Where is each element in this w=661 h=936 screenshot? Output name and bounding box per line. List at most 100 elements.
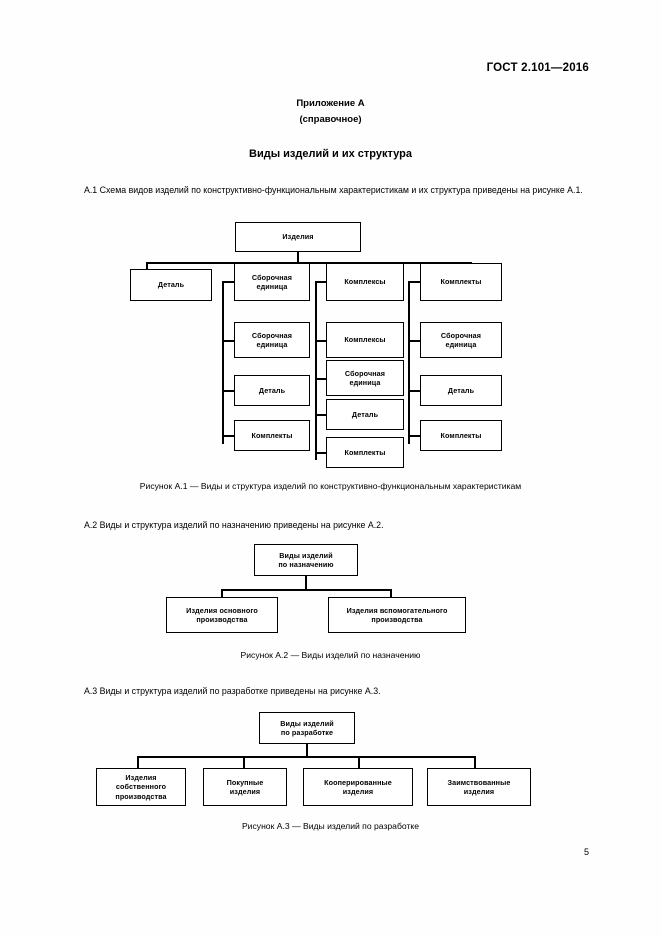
node-label-line2: производства <box>196 615 248 624</box>
node-label: Изделия <box>282 232 314 242</box>
node-a3-child-1: Изделия собственного производства <box>96 768 186 806</box>
connector-a3-drop-2 <box>243 756 245 769</box>
figure-a2-caption: Рисунок А.2 — Виды изделий по назначению <box>240 650 421 660</box>
node-label-line1: Кооперированные <box>324 777 392 787</box>
connector-root-stem <box>297 252 299 263</box>
node-a3-root: Виды изделий по разработке <box>259 712 355 744</box>
node-col3-child-1: Комплексы <box>326 322 404 358</box>
connector-col3-stub-2 <box>315 378 327 380</box>
node-col4-head: Комплекты <box>420 263 502 301</box>
paragraph-a1: А.1 Схема видов изделий по конструктивно… <box>62 184 597 198</box>
document-header-standard: ГОСТ 2.101—2016 <box>486 62 589 74</box>
node-col2-head: Сборочная единица <box>234 263 310 301</box>
connector-a2-root-stem <box>305 576 307 590</box>
figure-a3-diagram: Виды изделий по разработке Изделия собст… <box>96 712 531 806</box>
paragraph-a1-text: А.1 Схема видов изделий по конструктивно… <box>84 185 583 195</box>
node-label: Комплекты <box>440 430 482 440</box>
paragraph-a3-text: А.3 Виды и структура изделий по разработ… <box>84 686 381 696</box>
connector-a2-drop-left <box>221 589 223 598</box>
node-label-line1: Сборочная <box>251 272 293 282</box>
node-a3-child-3: Кооперированные изделия <box>303 768 413 806</box>
connector-col4-stub-2 <box>408 390 421 392</box>
connector-col4-bus <box>408 281 410 444</box>
node-label-line1: Сборочная <box>251 330 293 340</box>
node-label-line1: Виды изделий <box>279 550 333 560</box>
node-label-line2: собственного <box>115 782 167 792</box>
connector-a3-drop-3 <box>358 756 360 769</box>
node-col4-child-2: Деталь <box>420 375 502 406</box>
node-label-line3: производства <box>115 791 167 801</box>
connector-col4-stub-head <box>408 281 421 283</box>
paragraph-a2: А.2 Виды и структура изделий по назначен… <box>62 519 597 533</box>
node-col4-child-1: Сборочная единица <box>420 322 502 358</box>
node-label: Комплекты <box>440 277 482 287</box>
node-a2-root: Виды изделий по назначению <box>254 544 358 576</box>
connector-a3-drop-1 <box>137 756 139 769</box>
node-label: Деталь <box>157 280 185 290</box>
connector-col2-stub-3 <box>222 435 235 437</box>
node-label-line2: по разработке <box>280 728 334 737</box>
paragraph-a3: А.3 Виды и структура изделий по разработ… <box>62 685 597 699</box>
node-a3-child-2: Покупные изделия <box>203 768 287 806</box>
annex-title: Виды изделий и их структура <box>249 148 412 160</box>
node-label-line2: изделия <box>463 787 495 796</box>
connector-col2-bus <box>222 281 224 444</box>
node-a2-child-1: Изделия основного производства <box>166 597 278 633</box>
node-label: Комплексы <box>344 335 386 345</box>
connector-col3-stub-1 <box>315 340 327 342</box>
node-label-line2: изделия <box>342 787 374 796</box>
connector-col3-stub-head <box>315 281 327 283</box>
node-label-line2: единица <box>256 340 288 349</box>
node-label-line1: Изделия вспомогательного <box>346 605 448 615</box>
node-col3-head: Комплексы <box>326 263 404 301</box>
connector-a2-bus <box>221 589 391 591</box>
node-col2-child-3: Комплекты <box>234 420 310 451</box>
node-label-line2: единица <box>349 378 381 387</box>
annex-subtitle: (справочное) <box>299 114 362 125</box>
connector-col3-stub-4 <box>315 452 327 454</box>
node-label: Комплекты <box>251 430 293 440</box>
node-label-line1: Сборочная <box>440 330 482 340</box>
figure-a3-caption: Рисунок А.3 — Виды изделий по разработке <box>241 821 420 831</box>
node-label: Деталь <box>258 385 286 395</box>
node-label-line1: Изделия <box>125 772 157 782</box>
figure-a1-diagram: Изделия Деталь Сборочная единица <box>130 222 502 468</box>
node-label: Комплексы <box>344 277 386 287</box>
connector-drop-col1 <box>146 262 148 270</box>
connector-a3-root-stem <box>306 744 308 757</box>
node-col3-child-4: Комплекты <box>326 437 404 468</box>
node-label-line2: изделия <box>229 787 261 796</box>
node-label: Деталь <box>447 385 475 395</box>
node-a3-child-4: Заимствованные изделия <box>427 768 531 806</box>
node-label-line1: Покупные <box>226 777 264 787</box>
paragraph-a2-text: А.2 Виды и структура изделий по назначен… <box>84 520 384 530</box>
figure-a2-diagram: Виды изделий по назначению Изделия основ… <box>166 544 466 633</box>
connector-a3-bus <box>137 756 475 758</box>
node-col3-child-2: Сборочная единица <box>326 360 404 396</box>
connector-col2-stub-1 <box>222 340 235 342</box>
node-label-line1: Заимствованные <box>447 777 511 787</box>
node-col3-child-3: Деталь <box>326 399 404 430</box>
node-label-line1: Сборочная <box>344 368 386 378</box>
node-label-line2: производства <box>371 615 423 624</box>
connector-col4-stub-1 <box>408 340 421 342</box>
connector-col4-stub-3 <box>408 435 421 437</box>
connector-a2-drop-right <box>390 589 392 598</box>
annex-label: Приложение А <box>296 98 365 109</box>
page-number: 5 <box>583 847 589 857</box>
connector-root-bus <box>146 262 472 264</box>
node-col2-child-2: Деталь <box>234 375 310 406</box>
node-a2-child-2: Изделия вспомогательного производства <box>328 597 466 633</box>
node-col1-head: Деталь <box>130 269 212 301</box>
connector-a3-drop-4 <box>474 756 476 769</box>
node-root-izdeliya: Изделия <box>235 222 361 252</box>
connector-col3-stub-3 <box>315 414 327 416</box>
node-label-line1: Изделия основного <box>186 605 258 615</box>
connector-col3-bus <box>315 281 317 460</box>
node-label-line2: единица <box>256 282 288 291</box>
node-label-line1: Виды изделий <box>280 718 334 728</box>
node-label-line2: по назначению <box>278 560 334 569</box>
node-label-line2: единица <box>445 340 477 349</box>
connector-col2-stub-2 <box>222 390 235 392</box>
